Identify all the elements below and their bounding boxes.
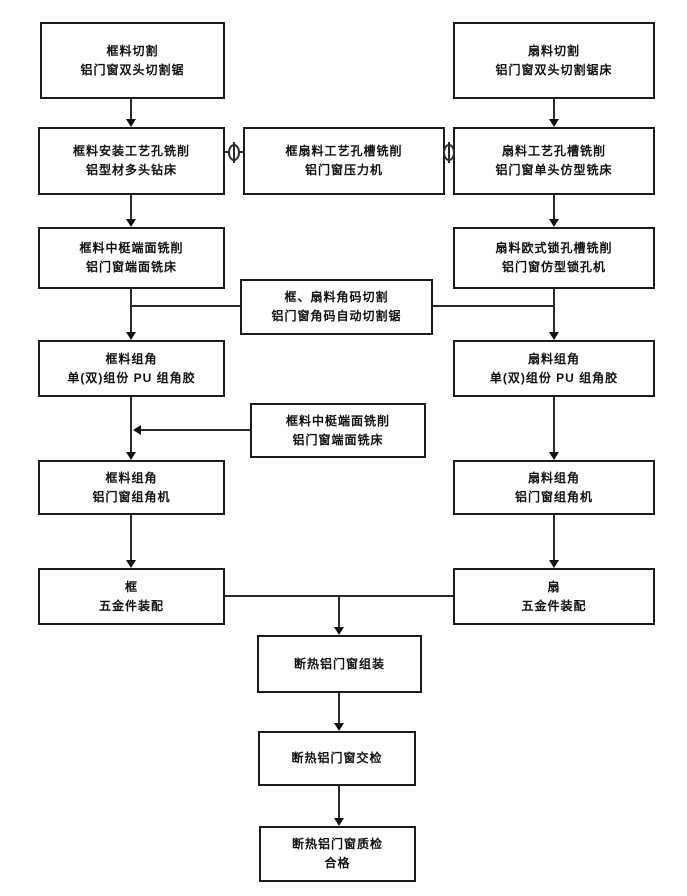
connector-l2-l3: [130, 195, 132, 221]
node-label: 铝门窗仿型锁孔机: [501, 260, 606, 274]
node-corner-key-cutting: 框、扇料角码切割 铝门窗角码自动切割锯: [240, 279, 433, 335]
connector-l3-cornerkey: [130, 305, 240, 307]
node-label: 扇料工艺孔槽铣削: [501, 144, 606, 159]
connector-l1-l2: [130, 99, 132, 121]
arrowhead: [126, 119, 136, 127]
node-frame-cutting: 框料切割 铝门窗双头切割锯: [40, 22, 225, 99]
connector-l5-l6: [130, 515, 132, 562]
node-label: 断热铝门窗交检: [291, 751, 383, 766]
node-label: 铝门窗端面铣床: [85, 260, 177, 274]
node-frame-sash-groove-milling: 框扇料工艺孔槽铣削 铝门窗压力机: [243, 127, 445, 195]
node-label: 断热铝门窗组装: [293, 656, 385, 671]
node-label: 框料中梃端面铣削: [285, 413, 390, 428]
connector-m3-left: [140, 429, 250, 431]
node-frame-corner-machine: 框料组角 铝门窗组角机: [38, 460, 225, 515]
node-label: 铝门窗端面铣床: [292, 432, 384, 447]
node-label: 铝门窗双头切割锯床: [495, 62, 613, 77]
node-label: 铝型材多头钻床: [85, 163, 177, 177]
connector-l4-l5: [130, 397, 132, 454]
node-label: 断热铝门窗质检: [291, 837, 383, 852]
connector-inspection-quality: [338, 786, 340, 820]
arrowhead: [334, 723, 344, 731]
node-label: 框扇料工艺孔槽铣削: [285, 144, 403, 159]
node-label: 扇料切割: [527, 43, 580, 58]
connector-r1-r2: [553, 99, 555, 121]
node-label: 合格: [324, 856, 351, 870]
connector-assembly-inspection: [338, 693, 340, 725]
arrowhead: [126, 219, 136, 227]
arrowhead-left: [133, 425, 141, 435]
node-frame-mullion-end-milling-2: 框料中梃端面铣削 铝门窗端面铣床: [250, 403, 426, 458]
arrowhead: [334, 818, 344, 826]
node-label: 扇料欧式锁孔槽铣削: [495, 241, 613, 256]
arrowhead: [549, 560, 559, 568]
node-label: 框料组角: [105, 470, 158, 485]
node-frame-hole-milling: 框料安装工艺孔铣削 铝型材多头钻床: [38, 127, 225, 195]
node-label: 框、扇料角码切割: [284, 290, 389, 305]
node-label: 扇料组角: [527, 351, 580, 366]
node-frame-hardware: 框 五金件装配: [38, 568, 225, 625]
node-label: 铝门窗双头切割锯: [80, 62, 185, 77]
node-sash-groove-milling: 扇料工艺孔槽铣削 铝门窗单头仿型铣床: [453, 127, 655, 195]
node-label: 铝门窗组角机: [514, 489, 593, 504]
arrowhead: [549, 332, 559, 340]
node-frame-corner-glue: 框料组角 单(双)组份 PU 组角胶: [38, 340, 225, 397]
node-inspection: 断热铝门窗交检: [258, 731, 416, 786]
connector-l3-l4: [130, 289, 132, 334]
node-label: 单(双)组份 PU 组角胶: [67, 370, 196, 385]
junction-symbol-right: [443, 142, 455, 163]
node-quality-check: 断热铝门窗质检 合格: [259, 826, 416, 882]
node-label: 单(双)组份 PU 组角胶: [489, 370, 619, 385]
arrowhead: [126, 452, 136, 460]
node-sash-cutting: 扇料切割 铝门窗双头切割锯床: [453, 22, 655, 99]
connector-r4-r5: [553, 397, 555, 454]
node-label: 五金件装配: [98, 598, 164, 613]
node-label: 框料安装工艺孔铣削: [72, 144, 190, 159]
node-assembly: 断热铝门窗组装: [257, 635, 422, 693]
node-label: 扇: [547, 579, 561, 594]
node-sash-corner-glue: 扇料组角 单(双)组份 PU 组角胶: [453, 340, 655, 397]
node-label: 铝门窗压力机: [304, 163, 383, 177]
arrowhead: [126, 560, 136, 568]
node-label: 框料切割: [106, 43, 159, 58]
node-label: 铝门窗组角机: [92, 489, 171, 504]
node-label: 扇料组角: [527, 470, 580, 485]
node-label: 铝门窗单头仿型铣床: [495, 163, 613, 177]
node-label: 框料组角: [105, 351, 158, 366]
arrowhead: [549, 119, 559, 127]
node-label: 铝门窗角码自动切割锯: [271, 309, 402, 323]
arrowhead: [549, 452, 559, 460]
connector-r3-r4: [553, 289, 555, 334]
node-sash-hardware: 扇 五金件装配: [453, 568, 655, 625]
arrowhead: [126, 332, 136, 340]
connector-cornerkey-r4: [433, 305, 554, 307]
node-label: 框: [124, 579, 138, 594]
arrowhead: [334, 627, 344, 635]
junction-symbol-left: [228, 142, 240, 163]
node-label: 五金件装配: [521, 598, 587, 613]
arrowhead: [549, 219, 559, 227]
node-label: 框料中梃端面铣削: [79, 241, 184, 256]
node-frame-mullion-end-milling: 框料中梃端面铣削 铝门窗端面铣床: [38, 227, 225, 289]
connector-r5-r6: [553, 515, 555, 562]
connector-r2-r3: [553, 195, 555, 221]
connector-join-assembly: [338, 595, 340, 629]
node-sash-lock-milling: 扇料欧式锁孔槽铣削 铝门窗仿型锁孔机: [453, 227, 655, 289]
node-sash-corner-machine: 扇料组角 铝门窗组角机: [453, 460, 655, 515]
